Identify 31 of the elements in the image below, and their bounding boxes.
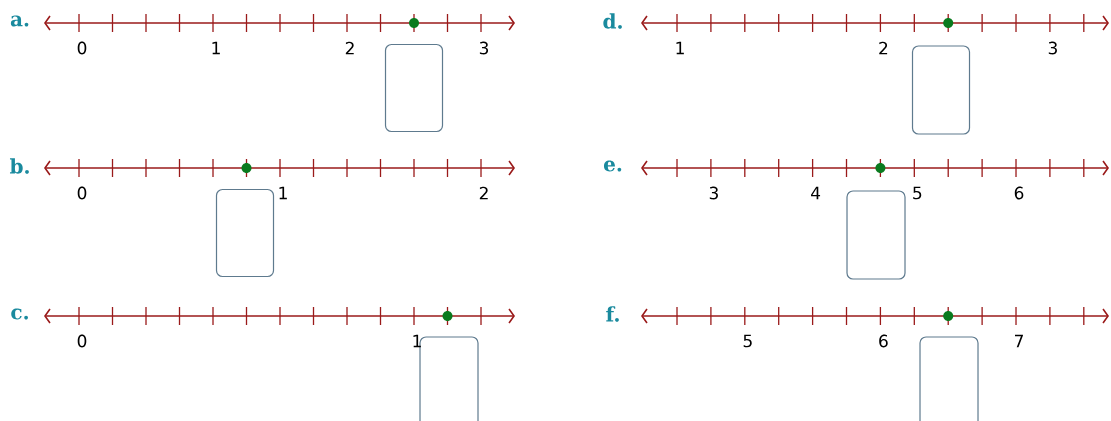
- item-letter: a.: [10, 15, 29, 27]
- tick-label: 5: [743, 334, 752, 348]
- tick-label: 1: [676, 41, 684, 55]
- item-letter: f.: [606, 306, 619, 322]
- tick-label: 3: [479, 41, 489, 55]
- tick-label: 6: [879, 334, 888, 348]
- tick-label: 7: [1015, 334, 1023, 348]
- tick-label: 5: [913, 186, 922, 200]
- item-letter: d.: [603, 13, 622, 29]
- tick-label: 0: [77, 186, 87, 200]
- tick-label: 2: [479, 186, 488, 200]
- tick-label: 6: [1014, 186, 1024, 200]
- tick-label: 1: [413, 334, 421, 348]
- answer-box: [919, 336, 979, 421]
- tick-label: 3: [1048, 41, 1057, 55]
- answer-box: [911, 45, 971, 135]
- tick-label: 2: [345, 41, 354, 55]
- tick-label: 0: [77, 41, 87, 55]
- tick-label: 3: [709, 186, 718, 200]
- answer-box: [419, 336, 479, 421]
- answer-box: [215, 188, 275, 278]
- tick-label: 4: [811, 186, 821, 200]
- tick-label: 2: [879, 41, 888, 55]
- tick-label: 1: [212, 41, 220, 55]
- item-letter: e.: [604, 160, 622, 172]
- tick-label: 0: [77, 334, 87, 348]
- answer-box: [384, 43, 444, 133]
- item-letter: c.: [11, 308, 28, 320]
- item-letter: b.: [10, 158, 29, 174]
- answer-box: [846, 190, 906, 280]
- tick-label: 1: [279, 186, 287, 200]
